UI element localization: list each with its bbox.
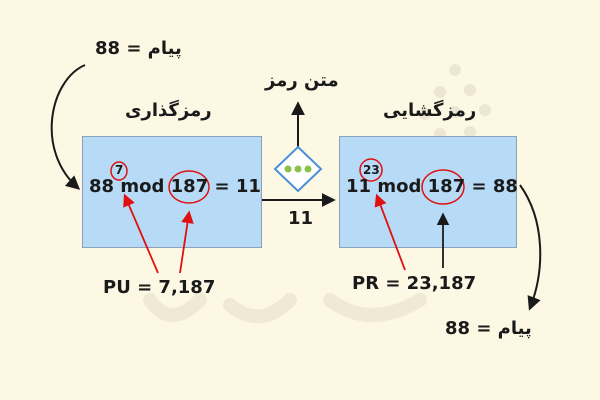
base-left: 88 bbox=[89, 176, 115, 197]
output-message: پیام = 88 bbox=[445, 318, 532, 339]
mod-word-left: mod bbox=[120, 176, 165, 197]
public-key-arrow-modulus bbox=[179, 210, 194, 274]
private-key-arrow-exponent bbox=[374, 193, 406, 271]
modulus-left: 187 bbox=[170, 176, 209, 197]
encryption-title: رمزگذاری bbox=[125, 100, 212, 121]
result-right: = 88 bbox=[471, 176, 518, 197]
transfer-value: 11 bbox=[288, 208, 314, 229]
modulus-circle-left bbox=[168, 170, 210, 204]
output-message-arrow bbox=[519, 184, 542, 311]
encryption-expression: 88 mod 187 = 11 bbox=[89, 176, 261, 197]
decryption-title: رمزگشایی bbox=[383, 100, 477, 121]
input-message-arrow bbox=[50, 64, 86, 190]
private-key: PR = 23,187 bbox=[352, 273, 477, 294]
exponent-right: 23 bbox=[363, 163, 380, 177]
modulus-circle-right bbox=[421, 169, 465, 205]
modulus-right: 187 bbox=[427, 176, 466, 197]
mod-word-right: mod bbox=[377, 176, 422, 197]
exponent-circle-right bbox=[359, 158, 383, 182]
decryption-expression: 11 mod 187 = 88 bbox=[346, 176, 518, 197]
result-left: = 11 bbox=[214, 176, 261, 197]
base-right: 11 bbox=[346, 176, 372, 197]
public-key-arrow-exponent bbox=[123, 193, 159, 274]
network-diamond-icon bbox=[273, 145, 323, 193]
encryption-box bbox=[82, 136, 262, 248]
decryption-box bbox=[339, 136, 517, 248]
input-message: پیام = 88 bbox=[95, 38, 182, 59]
exponent-left: 7 bbox=[115, 163, 124, 177]
ciphertext-label: متن رمز bbox=[265, 70, 339, 91]
public-key: PU = 7,187 bbox=[103, 277, 216, 298]
exponent-circle-left bbox=[110, 161, 128, 181]
